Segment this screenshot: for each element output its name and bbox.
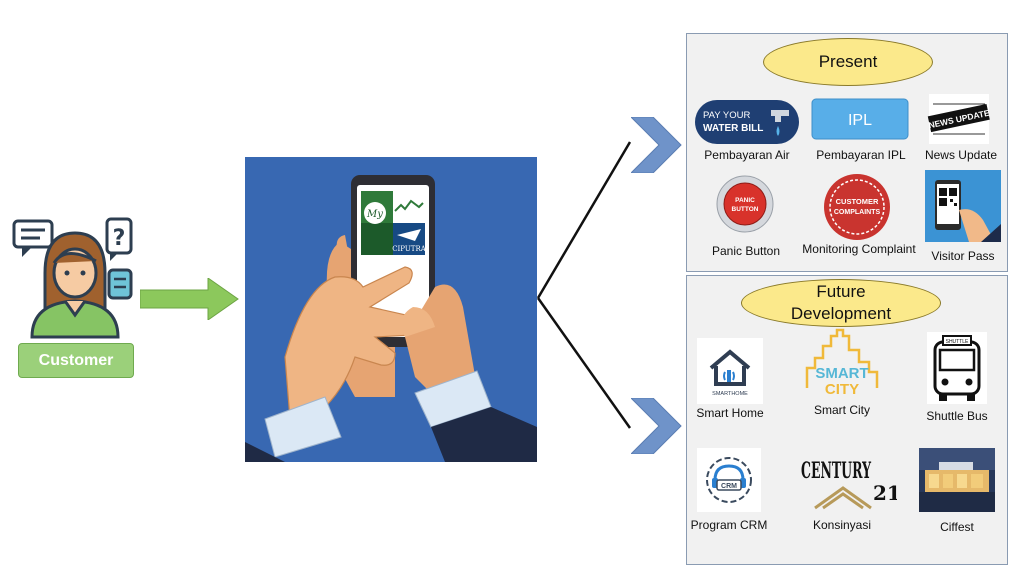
svg-text:CENTURY: CENTURY: [801, 458, 871, 484]
svg-text:?: ?: [113, 226, 126, 251]
qr-phone-icon: [925, 170, 1001, 242]
customer-label: Customer: [18, 343, 134, 378]
chevron-right-icon: [631, 398, 682, 454]
present-item-label: Pembayaran Air: [704, 148, 790, 162]
svg-text:SMARTHOME: SMARTHOME: [712, 391, 748, 397]
phone-hand-illustration: My CIPUTRA: [245, 157, 537, 462]
panic-button-icon: PANIC BUTTON: [715, 174, 775, 234]
water-bill-icon: PAY YOUR WATER BILL: [693, 96, 801, 148]
present-item-label: Pembayaran IPL: [816, 148, 906, 162]
news-update-icon: NEWS UPDATE: [925, 92, 993, 146]
svg-text:SMART: SMART: [815, 365, 868, 382]
future-item-label: Shuttle Bus: [926, 409, 988, 423]
svg-text:WATER BILL: WATER BILL: [703, 123, 763, 134]
svg-text:CRM: CRM: [721, 483, 737, 490]
crm-icon: CRM: [697, 448, 761, 512]
future-item-label: Program CRM: [690, 518, 768, 532]
present-item-label: News Update: [924, 148, 998, 162]
present-panel: Present PAY YOUR WATER BILL Pembayaran A…: [686, 33, 1008, 272]
future-title-line2: Development: [790, 304, 892, 323]
svg-text:COMPLAINTS: COMPLAINTS: [834, 209, 881, 216]
future-item-label: Ciffest: [940, 520, 974, 534]
future-title-line1: Future: [816, 282, 866, 301]
svg-text:SHUTTLE: SHUTTLE: [946, 339, 969, 345]
svg-text:CUSTOMER: CUSTOMER: [836, 197, 879, 206]
smart-city-icon: SMART CITY: [797, 328, 887, 402]
customer-figure: ?: [10, 215, 140, 340]
present-item-label: Monitoring Complaint: [802, 242, 916, 256]
svg-text:IPL: IPL: [848, 112, 872, 129]
present-title: Present: [763, 38, 933, 86]
century21-icon: CENTURY 21: [799, 448, 901, 512]
svg-text:CITY: CITY: [825, 381, 859, 398]
app-logo-text: CIPUTRA: [392, 245, 427, 253]
shuttle-bus-icon: SHUTTLE: [927, 332, 987, 404]
app-logo-prefix: My: [366, 209, 383, 220]
branch-connector-lines: [536, 141, 632, 429]
svg-text:21: 21: [873, 481, 897, 505]
future-item-label: Konsinyasi: [812, 518, 872, 532]
arrow-right-icon: [140, 278, 239, 320]
hand-holding-phone-icon: My CIPUTRA: [245, 175, 537, 462]
present-item-label: Visitor Pass: [931, 249, 995, 263]
chevron-right-icon: [631, 117, 682, 173]
customer-icon: ?: [12, 217, 133, 339]
svg-text:PAY YOUR: PAY YOUR: [703, 110, 750, 121]
future-item-label: Smart City: [813, 403, 870, 417]
customer-complaints-icon: CUSTOMER COMPLAINTS: [819, 172, 895, 242]
smart-home-icon: SMARTHOME: [697, 338, 763, 404]
svg-text:PANIC: PANIC: [735, 197, 755, 204]
svg-text:BUTTON: BUTTON: [732, 206, 759, 213]
present-item-label: Panic Button: [711, 244, 781, 258]
future-item-label: Smart Home: [696, 406, 764, 420]
ipl-icon: IPL: [811, 98, 909, 140]
ciffest-photo-icon: [919, 448, 995, 512]
